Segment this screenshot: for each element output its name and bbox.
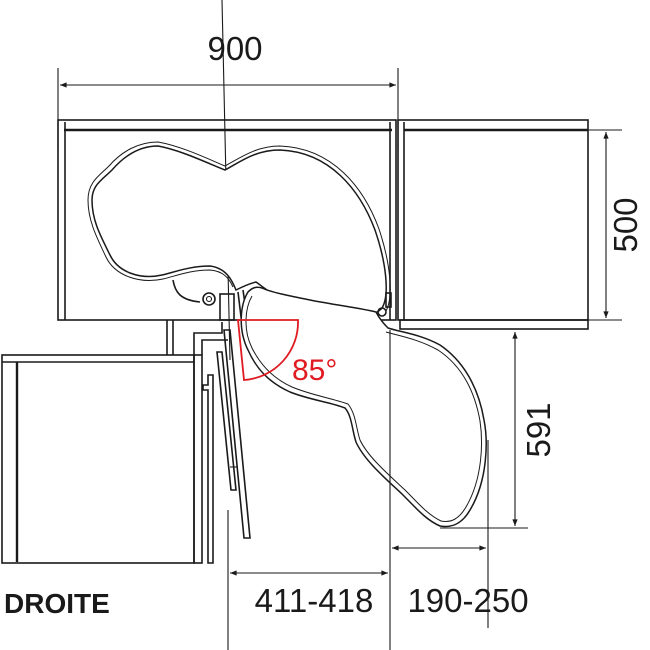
dimension-500 — [588, 129, 622, 321]
dimension-591 — [440, 331, 528, 529]
dimension-411-418-label: 411-418 — [255, 582, 374, 619]
filler-panel — [166, 320, 228, 355]
right-cabinet — [397, 119, 589, 330]
left-cabinet — [1, 354, 214, 564]
dimension-591-label: 591 — [520, 402, 557, 457]
lower-tray — [240, 286, 487, 528]
dimension-190-250-label: 190-250 — [407, 582, 528, 619]
dimension-bottom — [227, 330, 489, 650]
upper-tray — [87, 141, 391, 326]
angle-indicator: 85° — [237, 319, 337, 387]
dimension-900 — [57, 68, 399, 150]
variant-label: DROITE — [4, 588, 110, 619]
dimension-900-label: 900 — [207, 30, 262, 67]
angle-label: 85° — [292, 354, 337, 387]
dimension-500-label: 500 — [607, 197, 644, 252]
